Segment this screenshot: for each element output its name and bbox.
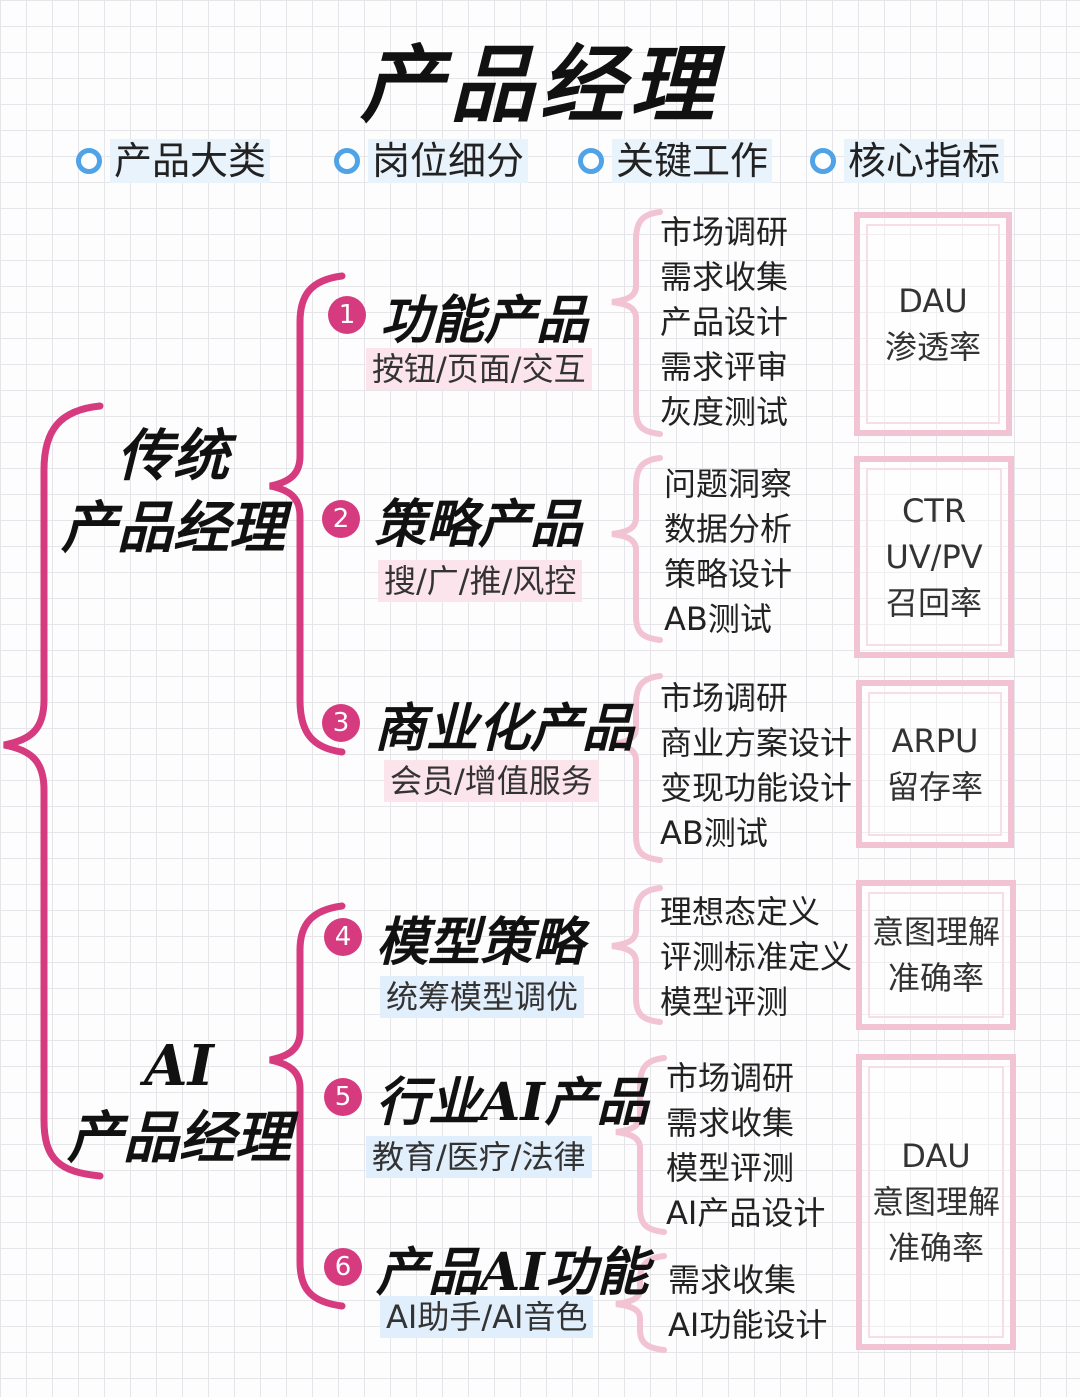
bullet-icon <box>810 148 836 174</box>
tasks-6: 需求收集 AI功能设计 <box>668 1261 828 1344</box>
node-sub-1: 按钮/页面/交互 <box>366 348 592 390</box>
traditional-brace <box>269 272 346 756</box>
number-badge: 3 <box>322 704 360 742</box>
metric-box-2: CTR UV/PV 召回率 <box>854 456 1014 658</box>
node-title-1: 1 功能产品 <box>328 280 588 351</box>
metric-box-4: 意图理解 准确率 <box>856 880 1016 1030</box>
number-badge: 5 <box>324 1078 362 1116</box>
number-badge: 6 <box>324 1248 362 1286</box>
tasks-4: 理想态定义 评测标准定义 模型评测 <box>660 893 853 1021</box>
node-sub-5: 教育/医疗/法律 <box>366 1136 592 1178</box>
node-title-2: 2 策略产品 <box>322 484 582 555</box>
category-traditional: 传统 产品经理 <box>61 423 285 561</box>
bullet-icon <box>334 148 360 174</box>
node-title-3: 3 商业化产品 <box>322 688 634 759</box>
number-badge: 2 <box>322 500 360 538</box>
bullet-icon <box>578 148 604 174</box>
task-brace-1 <box>611 209 663 437</box>
metric-box-3: ARPU 留存率 <box>856 680 1014 848</box>
node-sub-6: AI助手/AI音色 <box>380 1296 594 1338</box>
task-brace-3 <box>611 673 663 863</box>
metric-box-1: DAU 渗透率 <box>854 212 1012 436</box>
header-role: 岗位细分 <box>334 136 529 186</box>
ai-brace <box>269 902 346 1310</box>
tasks-5: 市场调研 需求收集 模型评测 AI产品设计 <box>666 1059 826 1232</box>
node-sub-2: 搜/广/推/风控 <box>378 560 583 602</box>
bullet-icon <box>76 148 102 174</box>
root-brace <box>3 402 104 1180</box>
task-brace-5 <box>615 1055 667 1235</box>
header-category: 产品大类 <box>76 136 271 186</box>
node-title-4: 4 模型策略 <box>324 902 584 973</box>
tasks-3: 市场调研 商业方案设计 变现功能设计 AB测试 <box>660 679 853 852</box>
task-brace-2 <box>611 455 663 643</box>
tasks-2: 问题洞察 数据分析 策略设计 AB测试 <box>664 465 793 638</box>
number-badge: 4 <box>324 918 362 956</box>
task-brace-6 <box>615 1253 667 1353</box>
page-title: 产品经理 <box>359 35 720 134</box>
number-badge: 1 <box>328 296 366 334</box>
header-metric: 核心指标 <box>810 136 1005 186</box>
tasks-1: 市场调研 需求收集 产品设计 需求评审 灰度测试 <box>660 213 789 431</box>
metric-box-5: DAU 意图理解 准确率 <box>856 1054 1016 1350</box>
category-ai: AI 产品经理 <box>67 1033 291 1171</box>
node-title-6: 6 产品AI功能 <box>324 1232 649 1303</box>
node-sub-3: 会员/增值服务 <box>384 760 599 802</box>
header-work: 关键工作 <box>578 136 773 186</box>
node-sub-4: 统筹模型调优 <box>380 976 585 1018</box>
node-title-5: 5 行业AI产品 <box>324 1062 649 1133</box>
task-brace-4 <box>611 885 663 1025</box>
